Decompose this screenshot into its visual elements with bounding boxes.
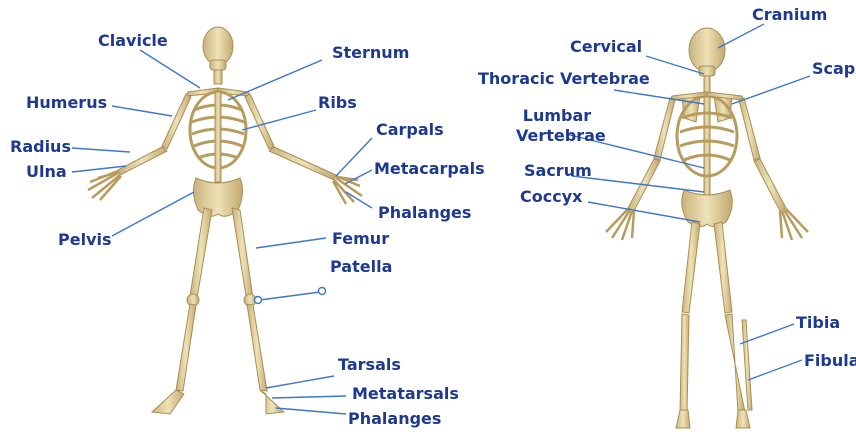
back-pelvis <box>682 190 733 227</box>
label-carpals: Carpals <box>376 121 444 139</box>
leader-phalanges-foot <box>276 408 346 414</box>
label-metatarsals: Metatarsals <box>352 385 459 403</box>
label-patella: Patella <box>330 258 392 276</box>
leader-fibula <box>748 360 802 380</box>
label-ulna: Ulna <box>26 163 67 181</box>
leader-pelvis <box>112 192 194 236</box>
leader-clavicle <box>140 50 200 88</box>
label-cranium: Cranium <box>752 6 827 24</box>
leader-carpals <box>336 138 372 176</box>
label-femur: Femur <box>332 230 389 248</box>
label-ribs: Ribs <box>318 94 357 112</box>
label-lumbar-line2: Vertebrae <box>516 126 598 146</box>
label-phalanges-hand: Phalanges <box>378 204 471 222</box>
leader-patella <box>260 292 320 300</box>
label-cervical: Cervical <box>570 38 642 56</box>
label-tibia: Tibia <box>796 314 840 332</box>
leader-tarsals <box>266 376 334 388</box>
label-metacarpals: Metacarpals <box>374 160 485 178</box>
front-skeleton <box>88 27 362 414</box>
label-coccyx: Coccyx <box>520 188 582 206</box>
leader-femur <box>256 238 326 248</box>
leader-radius <box>72 148 130 152</box>
leader-tibia <box>740 324 794 344</box>
back-skull <box>689 28 725 72</box>
label-lumbar-vertebrae: Lumbar Vertebrae <box>516 106 598 146</box>
label-tarsals: Tarsals <box>338 356 401 374</box>
label-sternum: Sternum <box>332 44 409 62</box>
patella-pin-b <box>319 288 326 295</box>
label-thoracic-vertebrae: Thoracic Vertebrae <box>478 70 650 88</box>
label-lumbar-line1: Lumbar <box>516 106 598 126</box>
label-fibula: Fibula <box>804 352 856 370</box>
label-pelvis: Pelvis <box>58 231 112 249</box>
leader-humerus <box>112 106 172 116</box>
leader-metacarpals <box>345 170 372 184</box>
label-phalanges-foot: Phalanges <box>348 410 441 428</box>
leader-scapula <box>732 76 810 104</box>
label-sacrum: Sacrum <box>524 162 592 180</box>
leader-sternum <box>228 60 322 100</box>
front-skull <box>203 27 233 65</box>
patella-pin-a <box>255 297 262 304</box>
label-clavicle: Clavicle <box>98 32 168 50</box>
leader-cranium <box>718 24 764 48</box>
label-scapula: Scapu <box>812 60 856 78</box>
label-humerus: Humerus <box>26 94 107 112</box>
leader-metatarsals <box>272 396 346 398</box>
label-radius: Radius <box>10 138 71 156</box>
